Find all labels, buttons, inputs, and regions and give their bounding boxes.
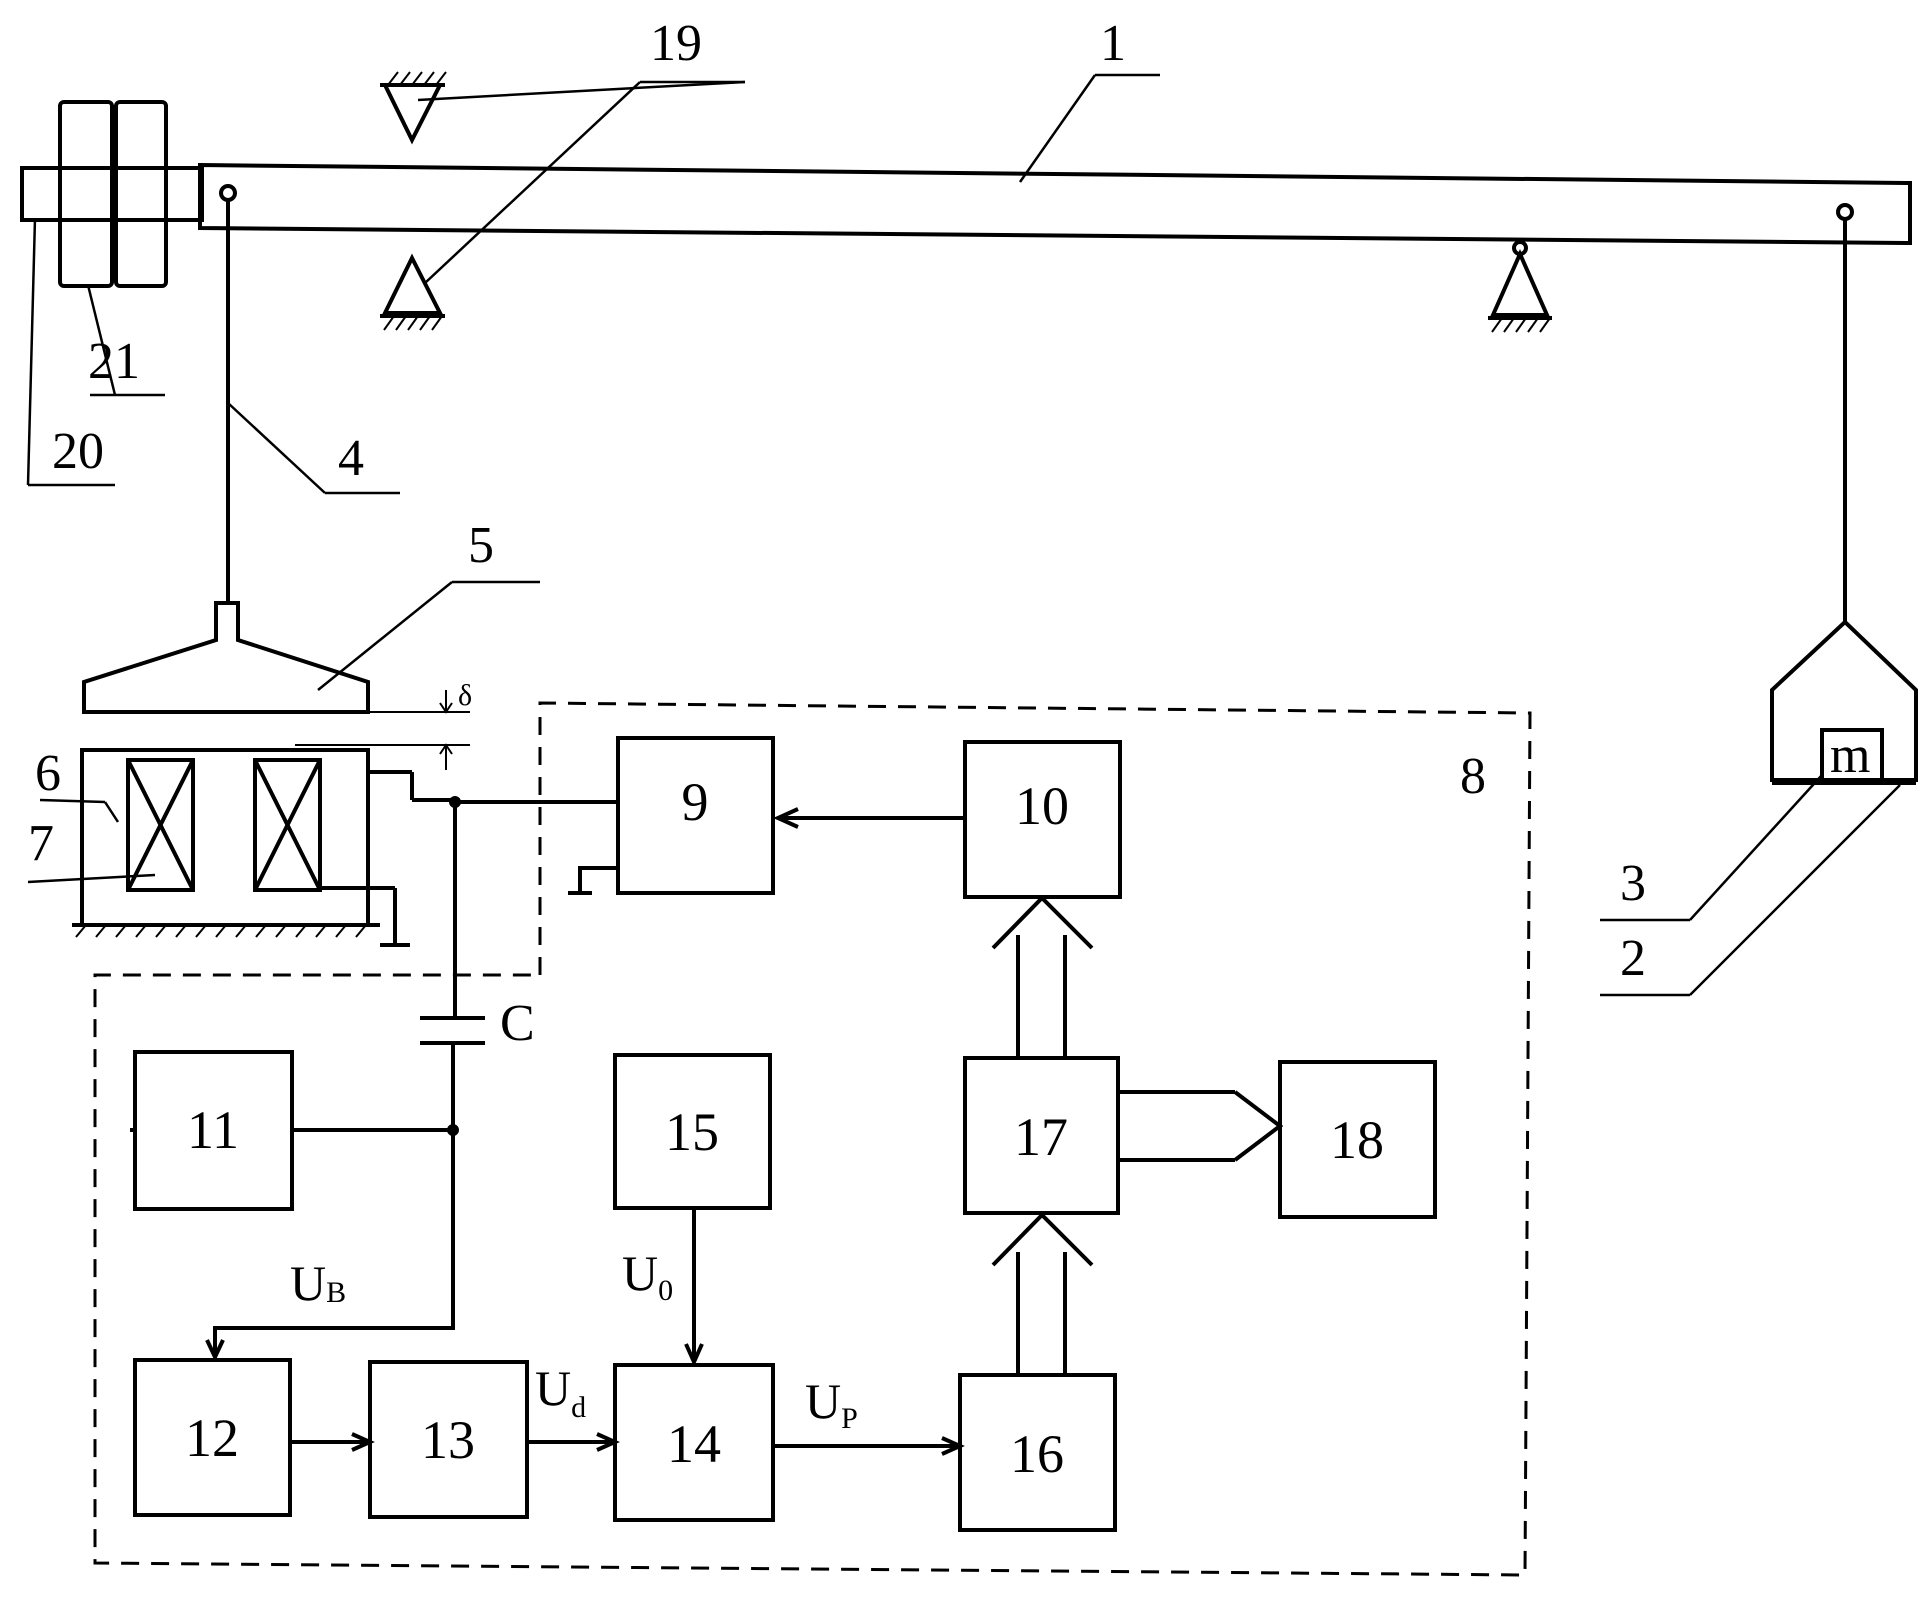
mass-symbol: m [1830, 727, 1870, 784]
label-20: 20 [52, 423, 104, 480]
beam [200, 165, 1910, 243]
block-15-label: 15 [665, 1102, 719, 1162]
block-18-label: 18 [1330, 1110, 1384, 1170]
wire-to-12 [215, 1130, 453, 1355]
label-4: 4 [338, 430, 364, 487]
label-3: 3 [1620, 855, 1646, 912]
block-16-label: 16 [1010, 1424, 1064, 1484]
label-6: 6 [35, 745, 61, 802]
label-2: 2 [1620, 930, 1646, 987]
bus-16-to-17 [993, 1215, 1092, 1375]
label-gap: δ [458, 679, 472, 712]
label-1: 1 [1100, 15, 1126, 72]
coil-left [128, 760, 193, 890]
pin-right [1838, 205, 1852, 219]
support-top [380, 72, 446, 140]
bus-17-to-10 [993, 898, 1092, 1058]
signal-up: UP [805, 1373, 858, 1435]
fulcrum [1488, 242, 1552, 332]
pin-left [221, 186, 235, 200]
label-capacitor: C [500, 995, 535, 1052]
signal-ub: UB [290, 1255, 346, 1311]
base-ground [72, 888, 410, 945]
block-10-label: 10 [1015, 776, 1069, 836]
block-11-label: 11 [187, 1100, 239, 1160]
label-7: 7 [28, 815, 54, 872]
capacitor [420, 1018, 485, 1130]
label-8: 8 [1460, 748, 1486, 805]
armature [84, 603, 368, 712]
block-17-label: 17 [1014, 1107, 1068, 1167]
counterweight-discs [60, 102, 166, 286]
block-12-label: 12 [185, 1408, 239, 1468]
block-14-label: 14 [667, 1414, 721, 1474]
block-13-label: 13 [421, 1410, 475, 1470]
label-5: 5 [468, 517, 494, 574]
signal-ud: Ud [535, 1360, 586, 1424]
block-9-label: 9 [682, 772, 709, 832]
coil-right [255, 760, 320, 890]
signal-u0: U0 [622, 1245, 673, 1307]
support-bottom-left [380, 258, 445, 330]
bus-17-to-18 [1120, 1092, 1280, 1160]
label-21: 21 [88, 333, 140, 390]
ground-9 [580, 868, 618, 893]
label-19: 19 [650, 15, 702, 72]
